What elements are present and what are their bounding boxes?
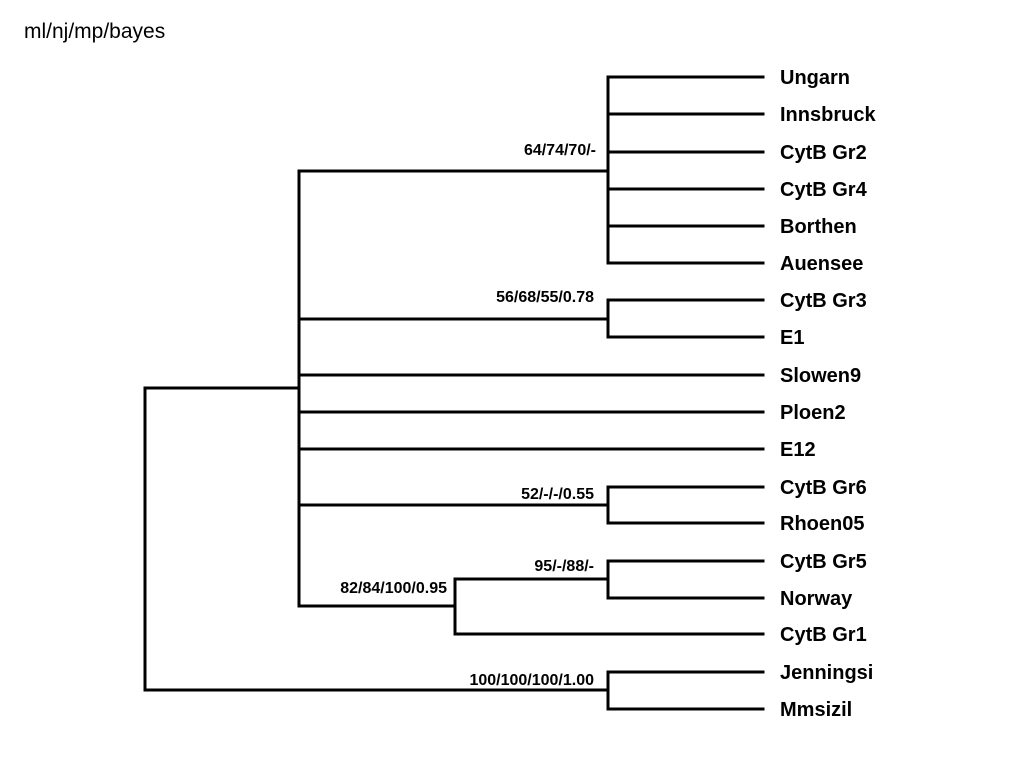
taxon-label: Jenningsi (780, 662, 873, 684)
taxon-label: Ploen2 (780, 402, 846, 424)
support-value-clade-ungarn-auensee: 64/74/70/- (524, 142, 596, 159)
taxon-label: CytB Gr6 (780, 477, 867, 499)
taxon-label: CytB Gr4 (780, 179, 868, 201)
taxon-label: Slowen9 (780, 365, 861, 387)
taxon-label: CytB Gr2 (780, 142, 867, 164)
support-value-clade-gr5-norway: 95/-/88/- (534, 558, 594, 575)
taxon-label: E12 (780, 439, 816, 461)
support-value-clade-gr5-gr1: 82/84/100/0.95 (340, 580, 447, 597)
taxon-label: Innsbruck (780, 104, 876, 126)
taxon-label: Ungarn (780, 67, 850, 89)
taxon-label: Norway (780, 588, 853, 610)
taxon-label: Mmsizil (780, 699, 852, 721)
taxon-label: Auensee (780, 253, 863, 275)
support-value-clade-gr3-e1: 56/68/55/0.78 (496, 289, 594, 306)
taxon-label: Borthen (780, 216, 857, 238)
taxon-label: CytB Gr3 (780, 290, 867, 312)
taxon-label: CytB Gr5 (780, 551, 867, 573)
support-value-clade-gr6-rhoen: 52/-/-/0.55 (521, 486, 594, 503)
taxon-label: E1 (780, 327, 804, 349)
support-value-clade-outgroup: 100/100/100/1.00 (469, 672, 594, 689)
taxon-label: CytB Gr1 (780, 624, 867, 646)
page-title: ml/nj/mp/bayes (24, 20, 166, 43)
taxon-label: Rhoen05 (780, 513, 864, 535)
